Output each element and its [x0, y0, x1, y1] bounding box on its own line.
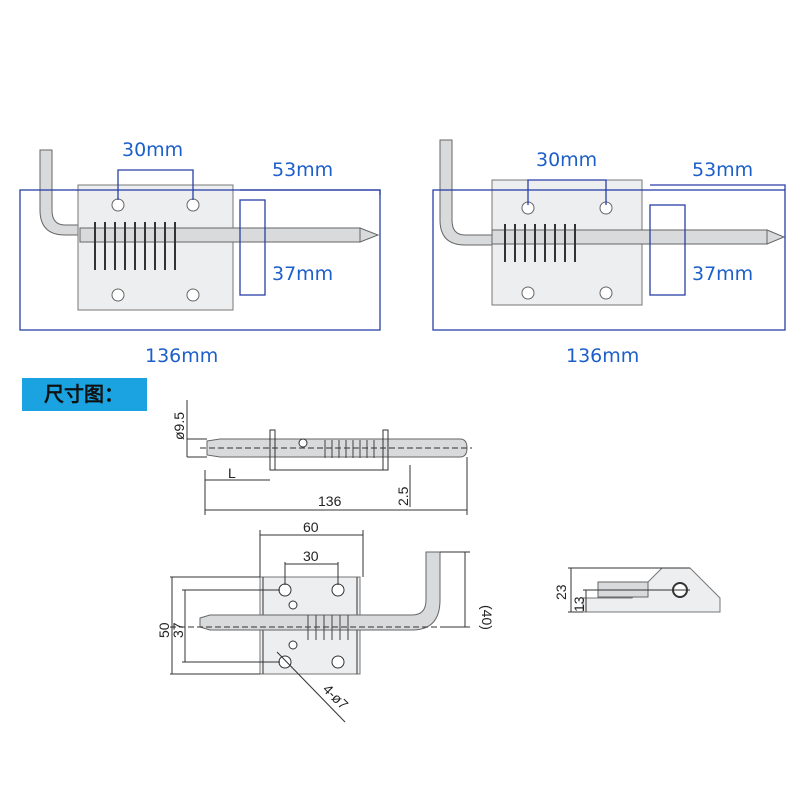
end-center-dimension: 13 [571, 596, 587, 612]
width-label: 30mm [536, 149, 597, 171]
total-length-label: 136mm [566, 345, 639, 367]
length-label: 53mm [272, 159, 333, 181]
total-length-label: 136mm [145, 345, 218, 367]
height-label: 37mm [692, 263, 753, 285]
diameter-label: ø9.5 [171, 412, 187, 440]
photo-left: 30mm 53mm 37mm 136mm [19, 139, 381, 367]
total-length-dimension: 136 [318, 493, 342, 509]
latch-handle [39, 149, 81, 236]
front-view-drawing: 60 30 50 37 (40) 4-ø7 [156, 519, 495, 723]
offset-dimension: 2.5 [395, 486, 411, 506]
dimension-diagram-badge: 尺寸图： [22, 378, 147, 411]
latch-handle [439, 139, 496, 246]
hole-vertical-dimension: 37 [170, 622, 186, 638]
plate-width-dimension: 60 [303, 519, 319, 535]
end-height-dimension: 23 [553, 584, 569, 600]
handle-height-dimension: (40) [479, 605, 495, 630]
latch-bolt [79, 227, 361, 243]
plate-height-dimension: 50 [156, 622, 172, 638]
photo-right: 30mm 53mm 37mm 136mm [432, 139, 786, 367]
side-view-drawing: ø9.5 L 136 2.5 [171, 400, 472, 515]
latch-bolt [491, 229, 768, 245]
height-label: 37mm [272, 263, 333, 285]
l-label: L [228, 465, 236, 481]
width-label: 30mm [122, 139, 183, 161]
holes-dimension: 4-ø7 [320, 681, 352, 713]
end-view-drawing: 23 13 [553, 567, 721, 613]
length-label: 53mm [692, 159, 753, 181]
hole-spacing-dimension: 30 [303, 548, 319, 564]
